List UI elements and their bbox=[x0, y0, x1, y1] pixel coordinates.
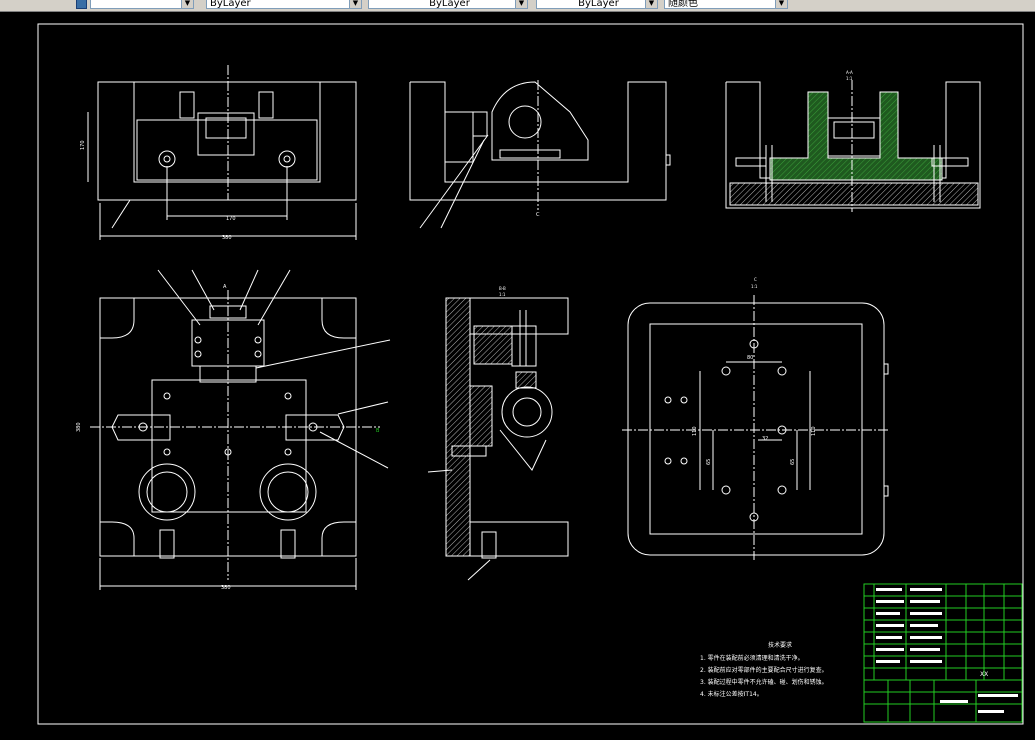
viewc-dim-side-b: 65 bbox=[790, 459, 796, 465]
notes-item: 3. 装配过程中零件不允许磕、碰、划伤和锈蚀。 bbox=[700, 679, 828, 686]
section-label: A-A bbox=[846, 70, 853, 75]
linetype-combo[interactable]: ByLayer ▼ bbox=[368, 0, 528, 9]
drawing-svg[interactable]: 170 380 170 C bbox=[0, 12, 1035, 736]
chevron-down-icon[interactable]: ▼ bbox=[181, 0, 193, 8]
viewc-dim-right: 110 bbox=[811, 426, 817, 436]
chevron-down-icon[interactable]: ▼ bbox=[515, 0, 527, 8]
notes-title: 技术要求 bbox=[767, 642, 792, 649]
color-combo-value: ByLayer bbox=[210, 0, 251, 9]
section-mark-c: C bbox=[536, 212, 540, 218]
section-view-bb: B-B 1:1 bbox=[427, 286, 569, 581]
title-block bbox=[863, 583, 1023, 723]
viewc-dim-side-a: 65 bbox=[706, 459, 712, 465]
layer-icon[interactable] bbox=[76, 0, 87, 9]
chevron-down-icon[interactable]: ▼ bbox=[775, 0, 787, 8]
view-c: 80 32 110 110 65 65 C 1:1 bbox=[622, 277, 890, 560]
plotstyle-combo[interactable]: 随颜色 ▼ bbox=[664, 0, 788, 9]
section-view-aa: A-A 1:1 bbox=[725, 70, 981, 212]
notes-item: 4. 未标注公差按IT14。 bbox=[700, 691, 763, 698]
viewc-dim-left: 110 bbox=[692, 426, 698, 436]
side-view: C bbox=[409, 80, 671, 229]
front-view: 170 380 170 bbox=[80, 65, 357, 241]
color-combo[interactable]: ByLayer ▼ bbox=[206, 0, 362, 9]
drawing-canvas[interactable]: 170 380 170 C bbox=[0, 12, 1035, 736]
section-b-scale: 1:1 bbox=[499, 292, 506, 297]
title-block-fill bbox=[876, 588, 1018, 713]
properties-toolbar: ▼ ByLayer ▼ ByLayer ▼ ByLayer ▼ 随颜色 ▼ bbox=[0, 0, 1035, 12]
technical-notes: 技术要求 1. 零件在装配前必须清理和清洗干净。 2. 装配前应对零部件的主要配… bbox=[700, 640, 860, 701]
section-b-label: B-B bbox=[499, 286, 506, 291]
lineweight-combo-value: ByLayer bbox=[578, 0, 619, 9]
chevron-down-icon[interactable]: ▼ bbox=[645, 0, 657, 8]
dim-width: 380 bbox=[222, 235, 232, 241]
title-block-label: XX bbox=[980, 671, 988, 678]
viewc-scale: 1:1 bbox=[751, 284, 758, 289]
plan-dim-height: 380 bbox=[76, 422, 82, 432]
plan-mark-a: A bbox=[223, 284, 227, 290]
viewc-label: C bbox=[754, 277, 757, 282]
viewc-dim-top: 80 bbox=[747, 355, 753, 361]
dim-inner: 170 bbox=[226, 216, 236, 222]
lineweight-combo[interactable]: ByLayer ▼ bbox=[536, 0, 658, 9]
dim-height: 170 bbox=[80, 140, 86, 150]
notes-item: 1. 零件在装配前必须清理和清洗干净。 bbox=[700, 655, 804, 662]
chevron-down-icon[interactable]: ▼ bbox=[349, 0, 361, 8]
viewc-dim-mid: 32 bbox=[762, 436, 768, 442]
drawing-frame bbox=[37, 23, 1024, 725]
linetype-combo-value: ByLayer bbox=[429, 0, 470, 9]
plan-mark-b: B bbox=[376, 428, 380, 434]
plotstyle-combo-value: 随颜色 bbox=[668, 0, 698, 9]
plan-dim-width: 380 bbox=[221, 585, 231, 591]
plan-view: 380 380 A B bbox=[76, 269, 391, 591]
section-scale: 1:1 bbox=[846, 76, 853, 81]
layer-combo[interactable]: ▼ bbox=[90, 0, 194, 9]
notes-item: 2. 装配前应对零部件的主要配合尺寸进行复查。 bbox=[700, 667, 828, 674]
